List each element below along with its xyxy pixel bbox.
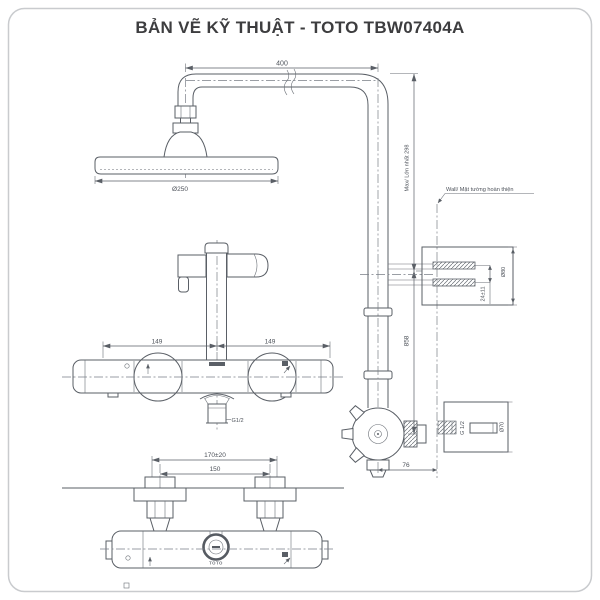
dim-max-height-label: Max/ Lớn nhất 298 <box>405 145 411 192</box>
dim-bottom-pitch-label: 150 <box>210 466 221 473</box>
page-border <box>7 7 593 593</box>
shower-head <box>94 105 279 175</box>
dim-head-diameter-label: Ø250 <box>172 186 188 193</box>
dim-side-flange-label: Ø70 <box>500 422 506 433</box>
valve-side-view: G 1/2 Ø70 76 <box>341 401 513 478</box>
drawing-title: BẢN VẼ KỸ THUẬT - TOTO TBW07404A <box>135 17 464 37</box>
dim-outlet-thread-label: G1/2 <box>232 418 244 424</box>
detail-mark <box>123 582 130 589</box>
dim-bracket-depth-label: 24±11 <box>481 286 487 301</box>
indicator-dot-icon <box>125 555 131 561</box>
brand-mark: TOTO <box>209 561 223 566</box>
dim-arm-length-label: 400 <box>276 61 288 68</box>
flow-mark-icon <box>282 361 288 366</box>
mixer-bottom-view: 170±20 150 TOTO <box>62 452 344 589</box>
overhead-shower-arm <box>177 68 393 478</box>
wall-label-text: Wall/ Mặt tường hoàn thiện <box>446 187 514 193</box>
flow-arrow-icon <box>283 557 291 565</box>
dim-riser-height-label: 858 <box>404 335 411 346</box>
dimension-head-diameter: Ø250 <box>94 176 279 193</box>
dimension-column-right: Max/ Lớn nhất 298 858 <box>390 73 422 435</box>
dim-valve-left-label: 149 <box>152 339 163 346</box>
dim-side-inlet-thread-label: G 1/2 <box>460 421 466 435</box>
mixer-front-view: G1/2 149 149 <box>62 240 345 432</box>
dimension-arm-length: 400 <box>185 61 379 72</box>
wall-finish-label: Wall/ Mặt tường hoàn thiện <box>437 187 534 204</box>
flow-mark-icon <box>282 552 288 557</box>
dim-valve-right-label: 149 <box>265 339 276 346</box>
dim-bracket-flange-label: Ø80 <box>501 267 507 278</box>
center-connector-mark <box>209 362 225 366</box>
dim-wall-offset-label: 76 <box>402 462 410 469</box>
flow-arrow-icon <box>283 365 291 374</box>
indicator-dot-icon <box>124 363 130 369</box>
wall-bracket-detail: 24±11 Ø80 <box>360 246 517 306</box>
dim-bottom-overall-label: 170±20 <box>204 452 226 459</box>
